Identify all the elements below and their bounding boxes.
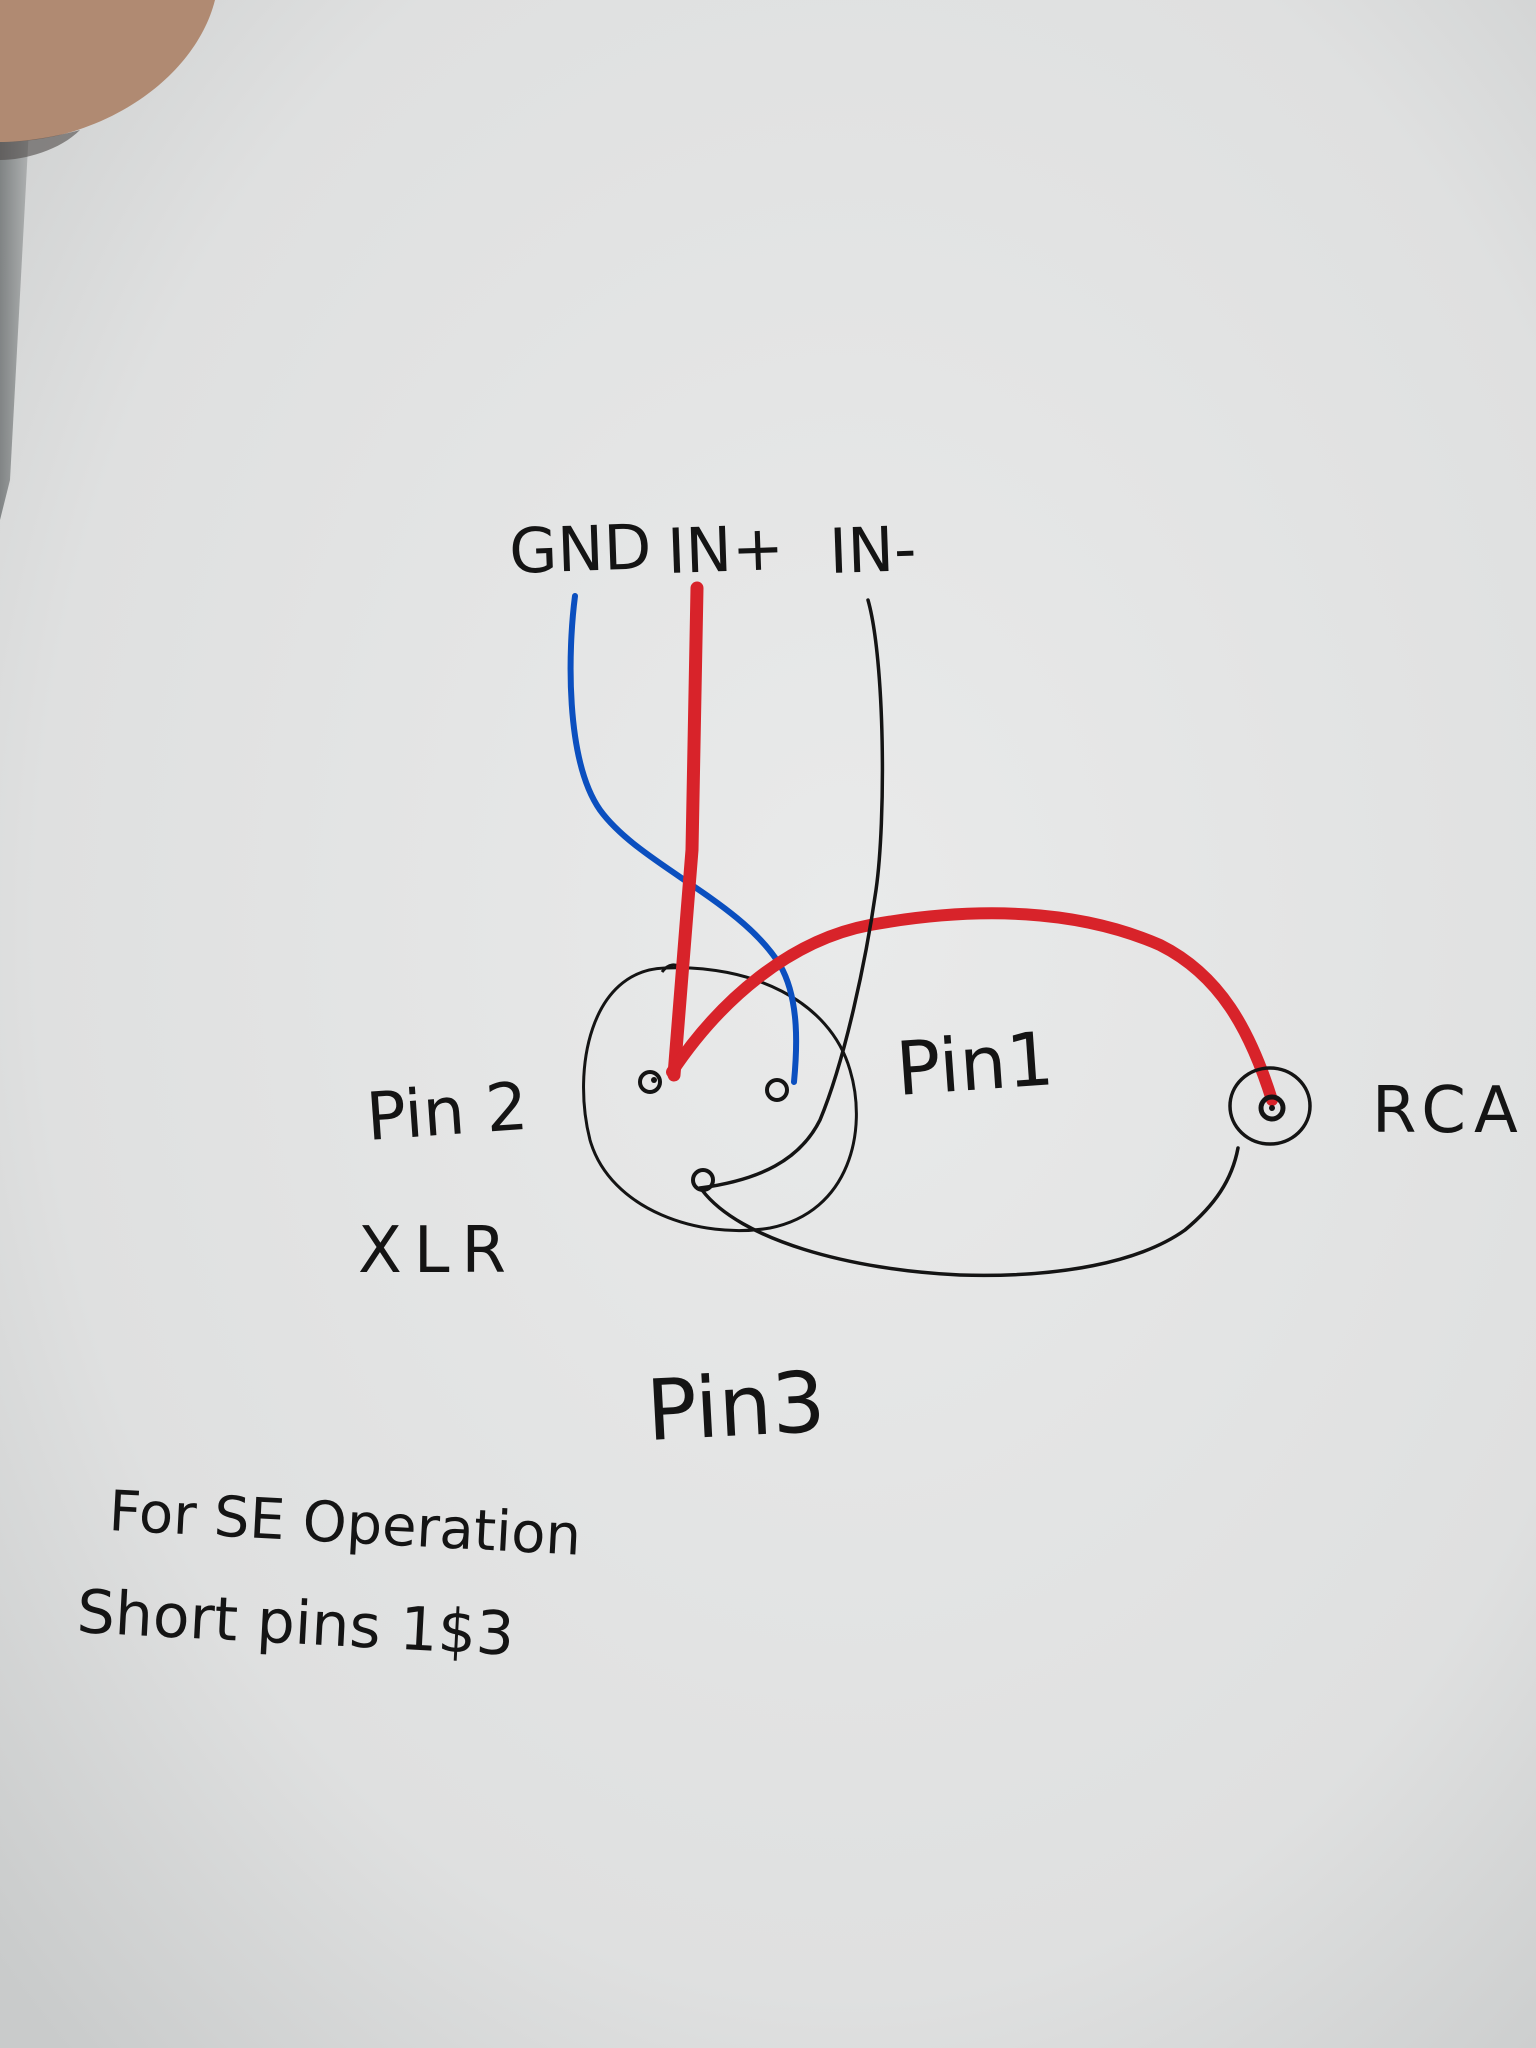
xlr-pin-1-dot bbox=[765, 1078, 789, 1102]
label-in-minus: IN- bbox=[828, 512, 918, 588]
paper-left-edge bbox=[0, 110, 30, 520]
xlr-pin-3-dot bbox=[691, 1168, 715, 1192]
label-in-plus: IN+ bbox=[666, 511, 785, 588]
wire-red-rca-signal bbox=[666, 907, 1278, 1106]
rca-jack bbox=[1228, 1066, 1312, 1146]
wire-red-in-plus bbox=[667, 581, 704, 1082]
wire-black-in-minus bbox=[698, 598, 885, 1190]
thumb bbox=[0, 0, 215, 142]
label-gnd: GND bbox=[508, 510, 653, 588]
xlr-pin-2-dot bbox=[638, 1070, 662, 1094]
label-xlr: XLR bbox=[358, 1214, 518, 1288]
wire-black-rca-ground bbox=[700, 1146, 1240, 1278]
label-pin2: Pin 2 bbox=[364, 1068, 530, 1156]
label-pin1: Pin1 bbox=[893, 1016, 1056, 1113]
xlr-connector-outline bbox=[582, 966, 858, 1233]
label-rca: RCA bbox=[1372, 1074, 1526, 1148]
thumb-shadow bbox=[0, 130, 80, 160]
wire-blue-gnd bbox=[567, 593, 800, 1085]
label-pin3: Pin3 bbox=[644, 1353, 828, 1460]
